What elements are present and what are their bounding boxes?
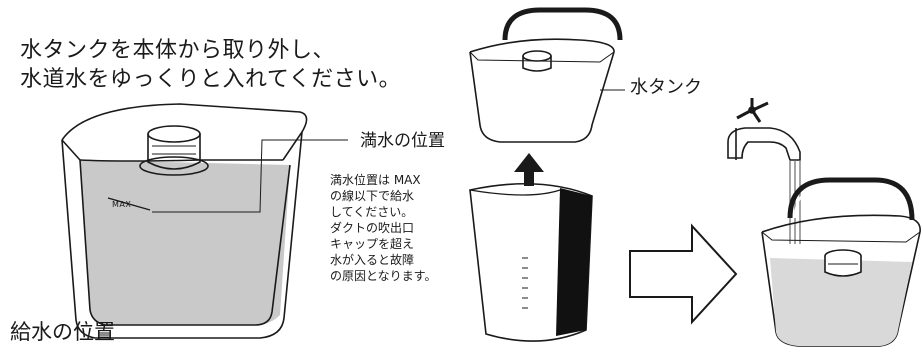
- instruction-heading: 水タンクを本体から取り外し、 水道水をゆっくりと入れてください。: [20, 38, 402, 92]
- lift-arrow: [514, 153, 544, 186]
- removed-tank-illustration: [469, 7, 625, 143]
- supply-position-caption: 給水の位置: [10, 320, 115, 344]
- water-tank-label: 水タンク: [630, 77, 702, 98]
- main-unit-illustration: [469, 182, 593, 342]
- warning-note: 満水位置は MAX の線以下で給水 してください。 ダクトの吹出口 キャップを超…: [330, 173, 437, 283]
- max-mark-label: MAX: [112, 200, 132, 209]
- next-step-arrow: [629, 223, 738, 325]
- black-panel: [556, 188, 592, 336]
- max-line: [107, 197, 151, 211]
- tank-cutaway-illustration: [61, 103, 348, 339]
- water-fill: [80, 160, 290, 325]
- water-level-position-label: 満水の位置: [360, 131, 445, 151]
- faucet-filling-illustration: [727, 98, 921, 347]
